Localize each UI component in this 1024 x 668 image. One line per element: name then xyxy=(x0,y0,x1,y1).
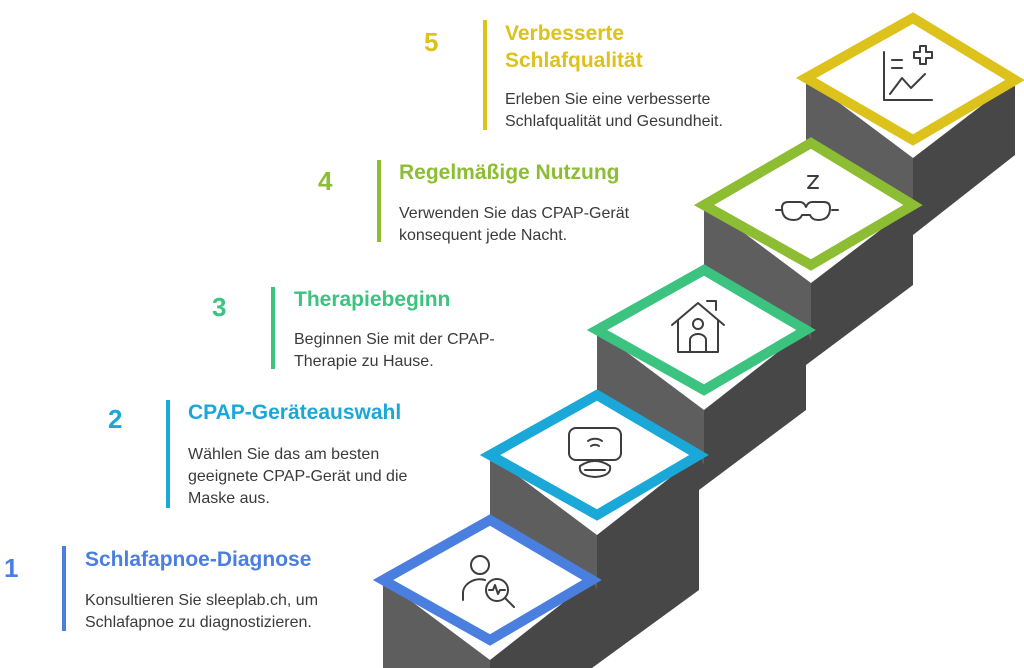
step-number: 1 xyxy=(4,553,19,583)
riser-front-2 xyxy=(490,455,597,590)
step-divider xyxy=(483,20,487,130)
riser-front-1 xyxy=(383,580,490,668)
riser-side-1 xyxy=(490,580,592,668)
step-tile-2 xyxy=(479,389,709,521)
tile-border-2 xyxy=(479,389,709,521)
riser-side-2 xyxy=(592,455,699,668)
step-divider xyxy=(166,400,170,508)
step-description: Wählen Sie das am besten geeignete CPAP-… xyxy=(188,446,408,507)
step-title: Therapiebeginn xyxy=(294,288,451,311)
step-description: Konsultieren Sie sleeplab.ch, um Schlafa… xyxy=(85,592,319,631)
riser-side-5 xyxy=(913,80,1015,235)
riser-front-5 xyxy=(806,78,913,215)
tile-border-1 xyxy=(372,514,602,646)
step-tile-3 xyxy=(586,264,816,396)
step-description: Erleben Sie eine verbesserte Schlafquali… xyxy=(505,91,723,130)
step-divider xyxy=(271,287,275,369)
step-title: CPAP-Geräteauswahl xyxy=(188,401,402,424)
step-tile-5 xyxy=(795,12,1024,146)
step-title: Regelmäßige Nutzung xyxy=(399,161,620,184)
riser-front-4 xyxy=(704,203,811,340)
health-chart-icon xyxy=(883,45,933,101)
tile-border-5 xyxy=(795,12,1024,146)
step-title: Schlafapnoe-Diagnose xyxy=(85,548,312,571)
cpap-mask-icon xyxy=(568,427,622,478)
step-description: Beginnen Sie mit der CPAP-Therapie zu Ha… xyxy=(294,331,495,370)
riser-side-3 xyxy=(699,330,806,490)
home-person-icon xyxy=(671,300,725,353)
doctor-diagnosis-icon xyxy=(461,555,515,608)
step-number: 3 xyxy=(212,292,227,322)
step-number: 4 xyxy=(318,166,333,196)
tile-border-3 xyxy=(586,264,816,396)
step-title: Verbesserte Schlafqualität xyxy=(505,22,643,72)
sleep-mask-icon xyxy=(775,175,839,221)
step-number: 5 xyxy=(424,27,439,57)
riser-front-3 xyxy=(597,330,704,465)
step-divider xyxy=(377,160,381,242)
riser-side-4 xyxy=(806,205,913,365)
staircase-body xyxy=(383,78,1015,668)
step-description: Verwenden Sie das CPAP-Gerät konsequent … xyxy=(399,205,630,244)
step-number: 2 xyxy=(108,404,123,434)
step-tile-1 xyxy=(372,514,602,646)
step-divider xyxy=(62,546,66,631)
